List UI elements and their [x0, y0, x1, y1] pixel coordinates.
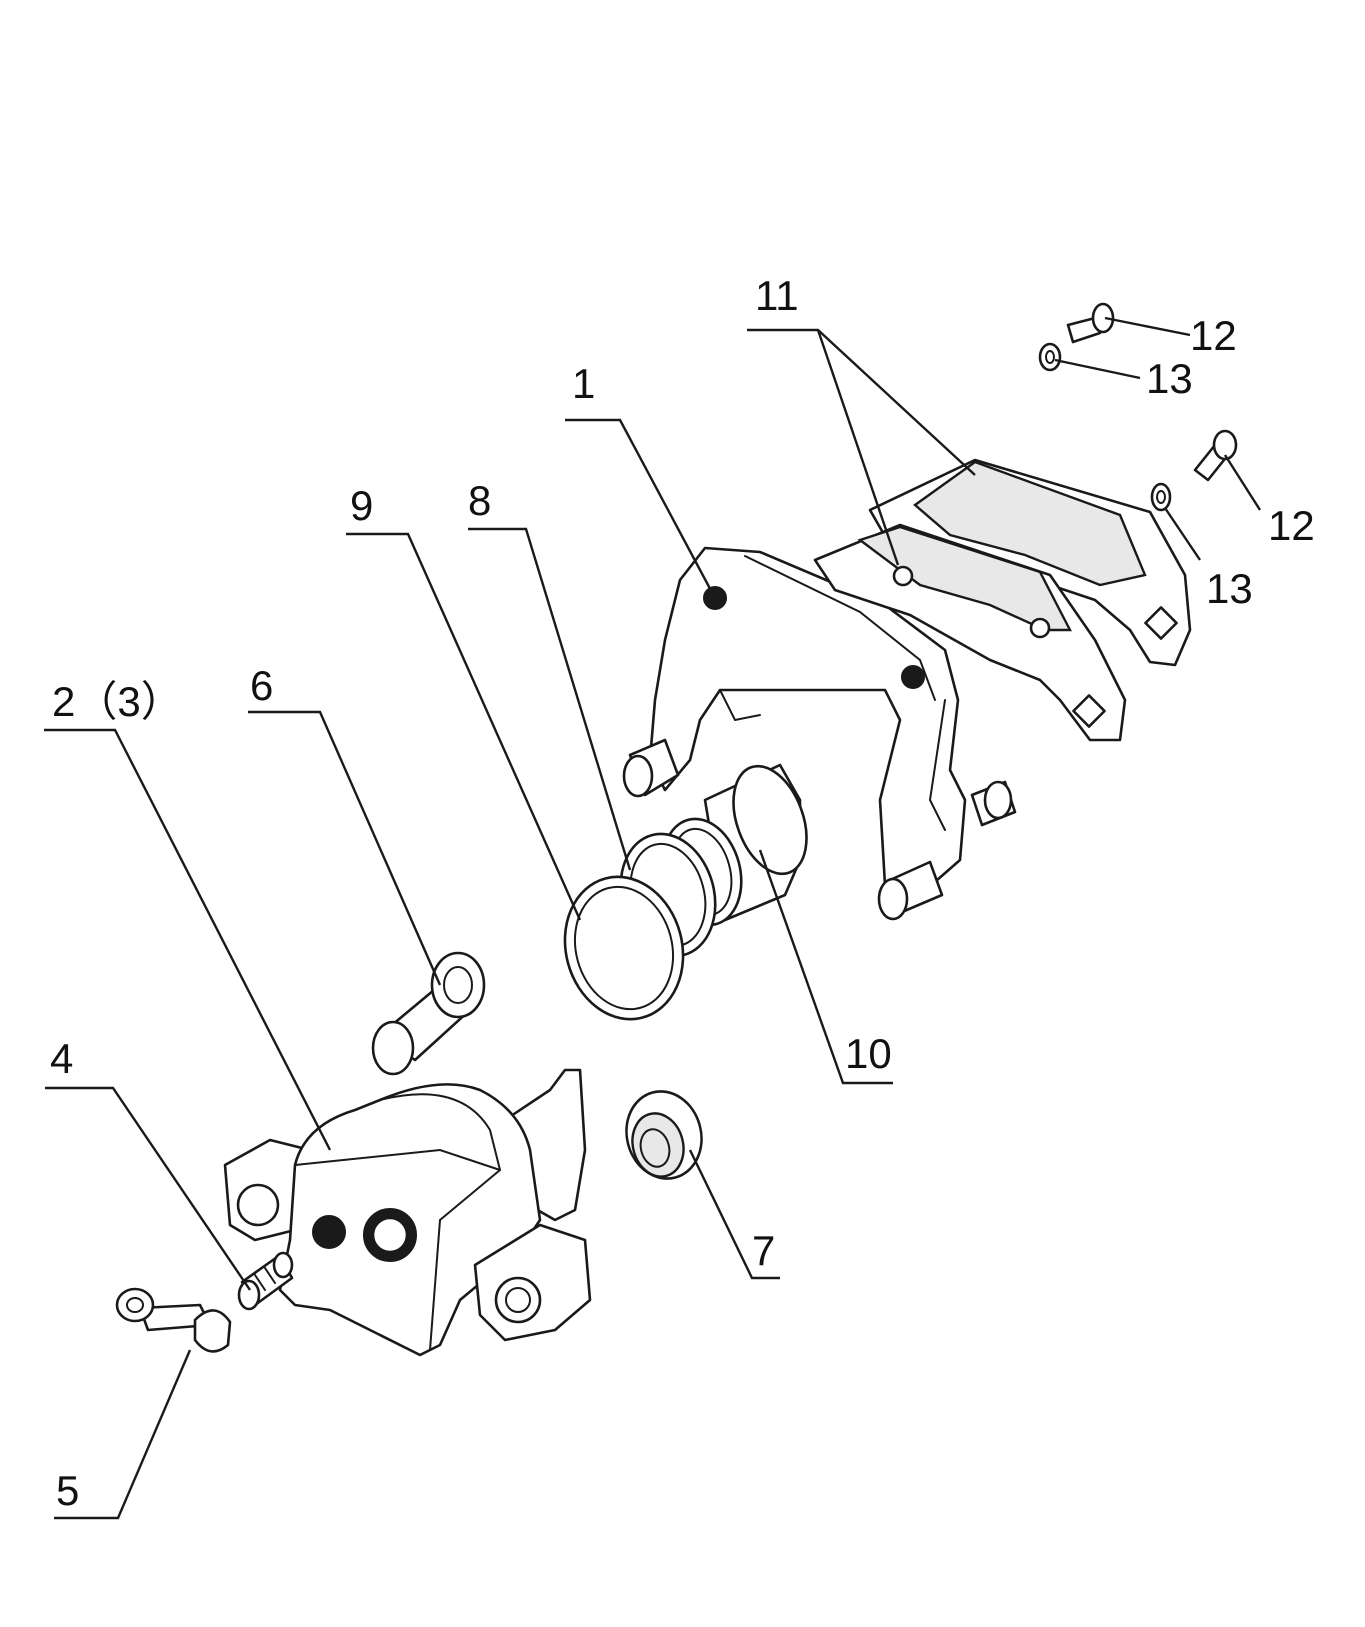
leader-12-right [1223, 454, 1262, 511]
callout-12-right: 12 [1268, 502, 1315, 549]
part-2-caliper-body [223, 1068, 592, 1357]
leader-2 [44, 728, 332, 1151]
part-4-bleed-nipple [237, 1251, 294, 1311]
leader-lines [44, 316, 1262, 1520]
leader-1 [565, 418, 717, 599]
leader-6 [248, 710, 442, 986]
part-5-banjo-bolt [115, 1287, 232, 1353]
part-7-boot [625, 1090, 703, 1180]
callout-11: 11 [755, 272, 799, 319]
part-9-seal [563, 875, 685, 1021]
callout-10: 10 [845, 1030, 892, 1077]
leader-7 [688, 1149, 780, 1280]
callout-8: 8 [468, 477, 491, 524]
callout-1: 1 [572, 360, 595, 407]
leader-13-right [1164, 507, 1201, 561]
leader-9 [346, 532, 582, 921]
leader-13-top [1054, 358, 1141, 380]
callout-5: 5 [56, 1467, 79, 1514]
callout-2: 2（3） [52, 678, 183, 725]
callout-13-right: 13 [1206, 565, 1253, 612]
part-13-washer-right [1150, 482, 1172, 512]
callout-7: 7 [752, 1227, 775, 1274]
leader-5 [54, 1349, 192, 1520]
leader-4 [45, 1086, 251, 1291]
callout-6: 6 [250, 662, 273, 709]
callout-9: 9 [350, 482, 373, 529]
leader-12-top [1104, 316, 1191, 337]
part-6-bushing [371, 951, 486, 1076]
part-11-brake-pads [813, 458, 1192, 742]
leader-10 [758, 849, 893, 1085]
leader-8 [468, 527, 632, 871]
callout-4: 4 [50, 1035, 73, 1082]
callout-labels: 1 2（3） 4 5 6 7 8 9 10 11 12 13 12 13 [50, 272, 1315, 1514]
part-13-washer-top [1038, 342, 1062, 372]
part-12-screw-top [1066, 302, 1115, 344]
part-12-screw-right [1193, 429, 1238, 482]
callout-12-top: 12 [1190, 312, 1237, 359]
leader-11-b [816, 329, 900, 566]
callout-13-top: 13 [1146, 355, 1193, 402]
